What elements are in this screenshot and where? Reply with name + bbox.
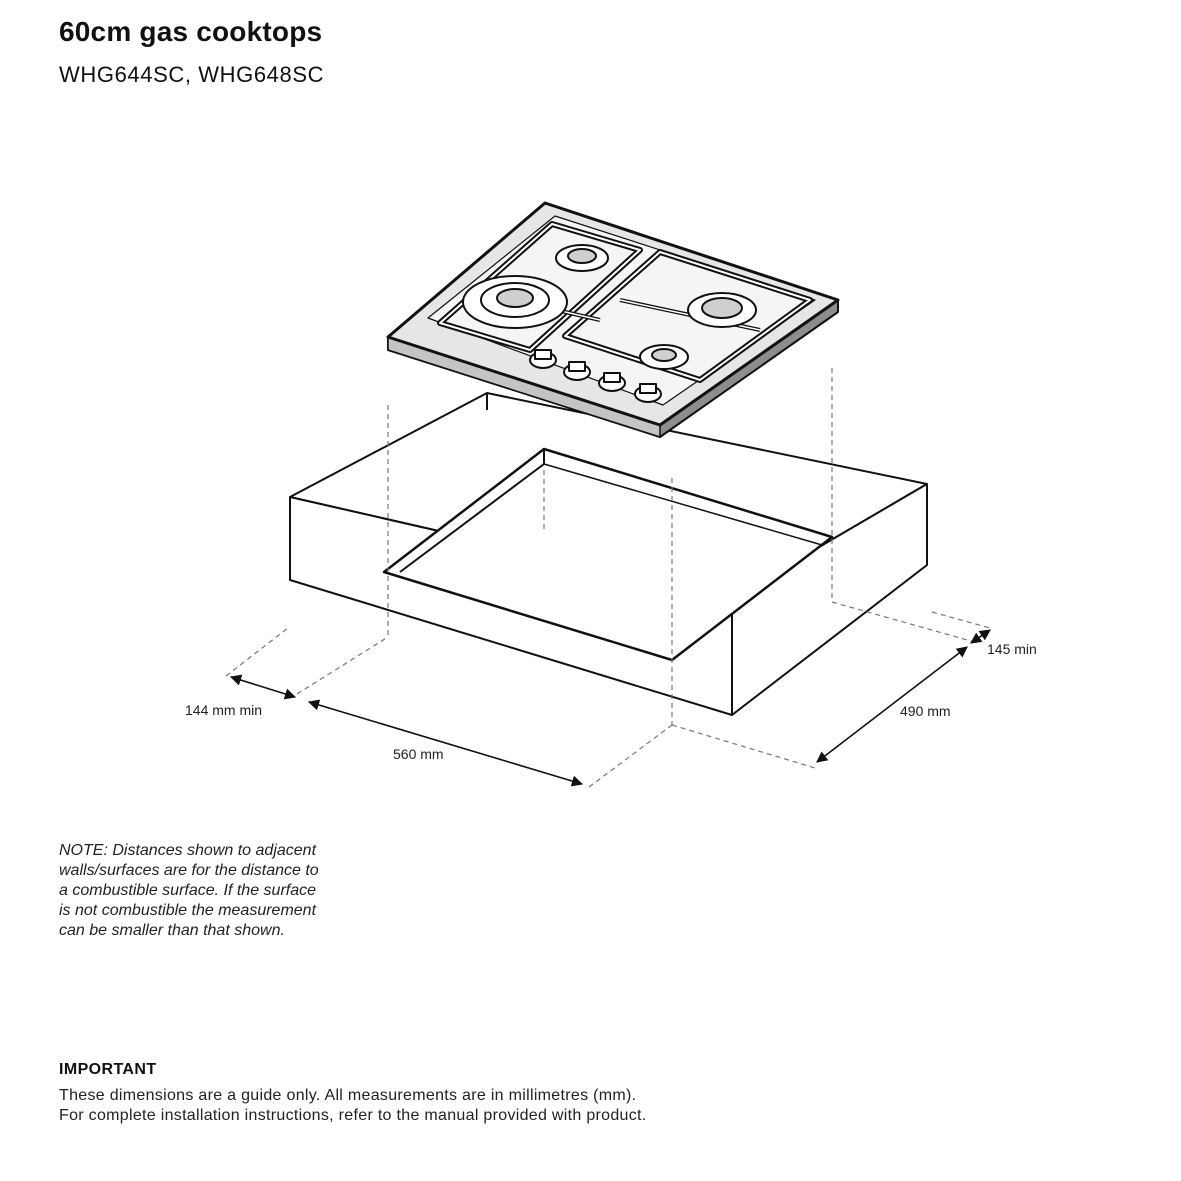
gas-cooktop — [386, 201, 840, 438]
control-knobs — [529, 349, 662, 403]
cutout-inner-back-edge — [543, 463, 823, 546]
cutout-outline — [382, 447, 834, 662]
front-clearance-label: 144 mm min — [185, 702, 263, 718]
note-line: NOTE: Distances shown to adjacent — [59, 842, 317, 859]
cutout-width-arrow — [307, 699, 584, 787]
burner-front-right — [639, 344, 689, 370]
knob-1 — [529, 349, 557, 369]
cutout-depth-label: 490 mm — [900, 703, 951, 719]
note-line: is not combustible the measurement — [59, 902, 317, 919]
important-text-line1: These dimensions are a guide only. All m… — [59, 1087, 637, 1104]
knob-3 — [598, 372, 626, 392]
cutout-width-label: 560 mm — [393, 746, 444, 762]
note-line: can be smaller than that shown. — [59, 922, 285, 939]
important-heading: IMPORTANT — [59, 1061, 157, 1078]
combustible-surface-note: NOTE: Distances shown to adjacent walls/… — [59, 841, 359, 941]
knob-2 — [563, 361, 591, 381]
burner-wok — [462, 275, 568, 329]
guide-lines — [225, 368, 991, 788]
rear-clearance-arrow — [970, 629, 991, 644]
dimension-arrows — [229, 629, 991, 787]
page-title: 60cm gas cooktops — [59, 16, 323, 47]
burner-right — [687, 292, 757, 328]
cutout-depth-arrow — [816, 646, 968, 763]
burner-rear-left — [555, 244, 609, 272]
rear-clearance-label: 145 min — [987, 641, 1037, 657]
benchtop-right-face — [731, 483, 928, 716]
cutout-opening — [382, 447, 834, 662]
note-line: walls/surfaces are for the distance to — [59, 862, 319, 879]
important-text-line2: For complete installation instructions, … — [59, 1107, 647, 1124]
front-clearance-arrow — [229, 674, 297, 700]
note-line: a combustible surface. If the surface — [59, 882, 317, 899]
model-numbers: WHG644SC, WHG648SC — [59, 62, 325, 87]
knob-4 — [634, 383, 662, 403]
